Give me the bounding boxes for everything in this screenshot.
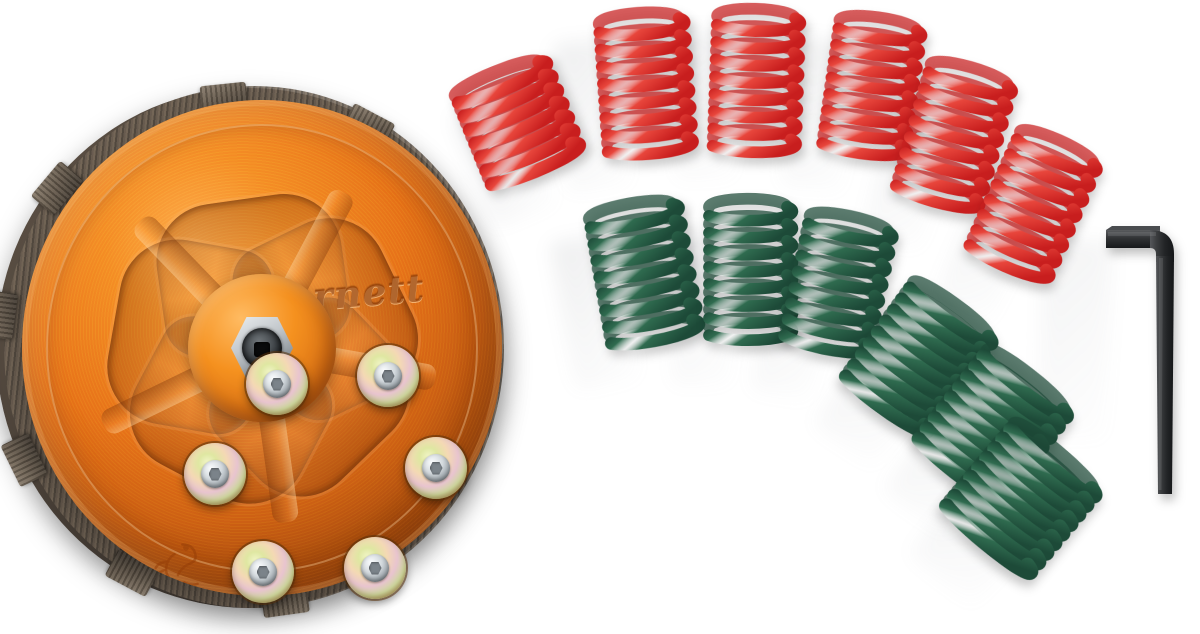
green-spring-6 [937, 410, 1105, 580]
bolt-socket-head [374, 362, 402, 390]
bolt-socket-head [263, 370, 291, 398]
bolt-top-left [246, 353, 308, 415]
bolt-bottom-right [344, 537, 406, 599]
clutch-pressure-plate-assembly: Barnett SCORPION [0, 78, 532, 618]
hex-key-wrench-icon [1106, 226, 1174, 494]
bolt-mid-right [405, 437, 467, 499]
bolt-top-right [357, 345, 419, 407]
red-spring-2 [591, 3, 699, 161]
scorpion-emblem-icon [154, 543, 199, 595]
orange-pressure-plate: Barnett SCORPION [22, 100, 502, 596]
red-spring-5 [887, 48, 1018, 216]
scorpion-tail-emblem-icon [452, 540, 479, 569]
bolt-bottom-left [232, 541, 294, 603]
bolt-socket-head [249, 558, 277, 586]
bolt-socket-head [201, 460, 229, 488]
red-spring-3 [705, 0, 807, 159]
red-spring-6 [960, 115, 1105, 287]
red-spring-1 [444, 47, 586, 194]
green-spring-1 [580, 189, 706, 352]
bolt-mid-left [184, 443, 246, 505]
bolt-socket-head [361, 554, 389, 582]
bolt-socket-head [422, 454, 450, 482]
